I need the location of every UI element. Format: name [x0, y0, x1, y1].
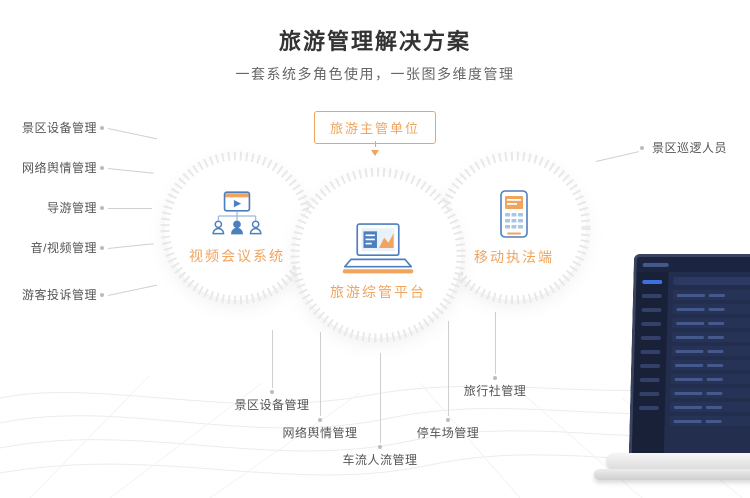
system-label-video: 视频会议系统: [189, 248, 285, 264]
page-title: 旅游管理解决方案: [278, 29, 471, 54]
feature-label-left-1: 景区设备管理: [21, 121, 97, 135]
mock-topbar: [636, 257, 750, 272]
connector-dot: [100, 206, 104, 210]
connector-dot: [100, 293, 104, 297]
feature-label-left-4: 音/视频管理: [30, 241, 97, 255]
mock-logo: [642, 262, 669, 267]
connector-dot: [446, 418, 450, 422]
mock-table-row: [672, 290, 750, 300]
dashboard-mockup-screen: [628, 254, 750, 460]
mock-table-row: [670, 360, 750, 370]
connector-line: [320, 332, 321, 416]
mock-cell: [707, 335, 724, 339]
down-arrow-icon: [371, 150, 379, 156]
mock-cell: [674, 377, 703, 381]
org-unit-node: 旅游主管单位: [313, 111, 437, 144]
mock-cell: [673, 419, 702, 423]
feature-label-bottom-4: 停车场管理: [416, 426, 480, 440]
connector-line: [595, 151, 639, 162]
mock-cell: [676, 307, 705, 311]
mock-main-panel: [664, 272, 750, 457]
connector-dot: [640, 146, 644, 150]
connector-dot: [493, 376, 497, 380]
feature-label-bottom-2: 网络舆情管理: [282, 426, 358, 440]
connector-line: [380, 353, 381, 443]
mock-menu-item: [639, 392, 660, 396]
mock-table-row: [672, 304, 750, 314]
mock-cell: [673, 405, 703, 409]
connector-line: [107, 128, 158, 140]
mock-cell: [675, 349, 704, 353]
handheld-terminal-icon: [500, 190, 528, 238]
mock-cell: [674, 391, 703, 395]
connector-dot: [100, 246, 104, 250]
feature-label-bottom-3: 车流人流管理: [342, 453, 418, 467]
mock-table-row: [671, 346, 750, 356]
mock-menu-item: [641, 294, 662, 298]
laptop-base-lip: [594, 469, 750, 480]
mock-cell: [675, 363, 704, 367]
feature-label-right-1: 景区巡逻人员: [652, 141, 728, 155]
page-subtitle: 一套系统多角色使用，一张图多维度管理: [235, 66, 515, 82]
connector-line: [107, 284, 158, 296]
mock-table-row: [671, 332, 750, 342]
connector-line: [107, 168, 154, 174]
feature-label-bottom-5: 旅行社管理: [463, 384, 527, 398]
connector-line: [495, 312, 496, 374]
mock-menu-item: [638, 406, 660, 410]
mock-cell: [708, 307, 725, 311]
feature-label-bottom-1: 景区设备管理: [234, 398, 310, 412]
connector-dot: [378, 445, 382, 449]
mock-cell: [708, 321, 725, 325]
feature-label-left-2: 网络舆情管理: [21, 161, 97, 175]
connector-dot: [318, 418, 322, 422]
mock-table-row: [669, 416, 750, 426]
mock-cell: [676, 321, 705, 325]
mock-menu-item: [641, 308, 662, 312]
laptop-base: [606, 453, 750, 470]
mock-table-row: [670, 374, 750, 384]
mock-cell: [705, 405, 723, 409]
mock-menu-item: [641, 322, 662, 326]
connector-dot: [100, 126, 104, 130]
mock-menu-item: [640, 350, 661, 354]
connector-line: [272, 330, 273, 388]
system-circle-mobile: 移动执法端: [434, 148, 594, 308]
mock-cell: [706, 377, 723, 381]
mock-search-input: [673, 277, 750, 285]
mock-cell: [707, 363, 724, 367]
connector-line: [107, 243, 154, 249]
system-label-mobile: 移动执法端: [474, 249, 554, 265]
org-connector-dash: [375, 141, 376, 147]
connector-line: [448, 321, 449, 416]
mock-table-row: [670, 388, 750, 398]
mock-cell: [708, 293, 725, 297]
mock-body: [631, 272, 750, 457]
video-conference-icon: [212, 191, 262, 235]
feature-label-left-5: 游客投诉管理: [21, 288, 97, 302]
mock-cell: [706, 391, 723, 395]
mock-cell: [675, 335, 704, 339]
system-label-platform: 旅游综管平台: [330, 284, 426, 300]
connector-dot: [270, 390, 274, 394]
mock-menu-item: [640, 336, 661, 340]
mock-table-row: [669, 402, 750, 412]
mock-search-bar: [673, 277, 750, 285]
connector-line: [108, 208, 152, 209]
mock-cell: [707, 349, 724, 353]
laptop-chart-icon: [342, 223, 414, 274]
mock-menu-item: [642, 280, 663, 284]
mock-menu-item: [640, 364, 661, 368]
mock-cell: [676, 293, 705, 297]
feature-label-left-3: 导游管理: [46, 201, 97, 215]
mock-cell: [705, 419, 722, 423]
mock-menu-item: [639, 378, 660, 382]
mock-sidebar: [631, 272, 669, 457]
system-circle-platform: 旅游综管平台: [287, 164, 469, 346]
connector-dot: [100, 166, 104, 170]
mock-table-row: [672, 318, 750, 328]
